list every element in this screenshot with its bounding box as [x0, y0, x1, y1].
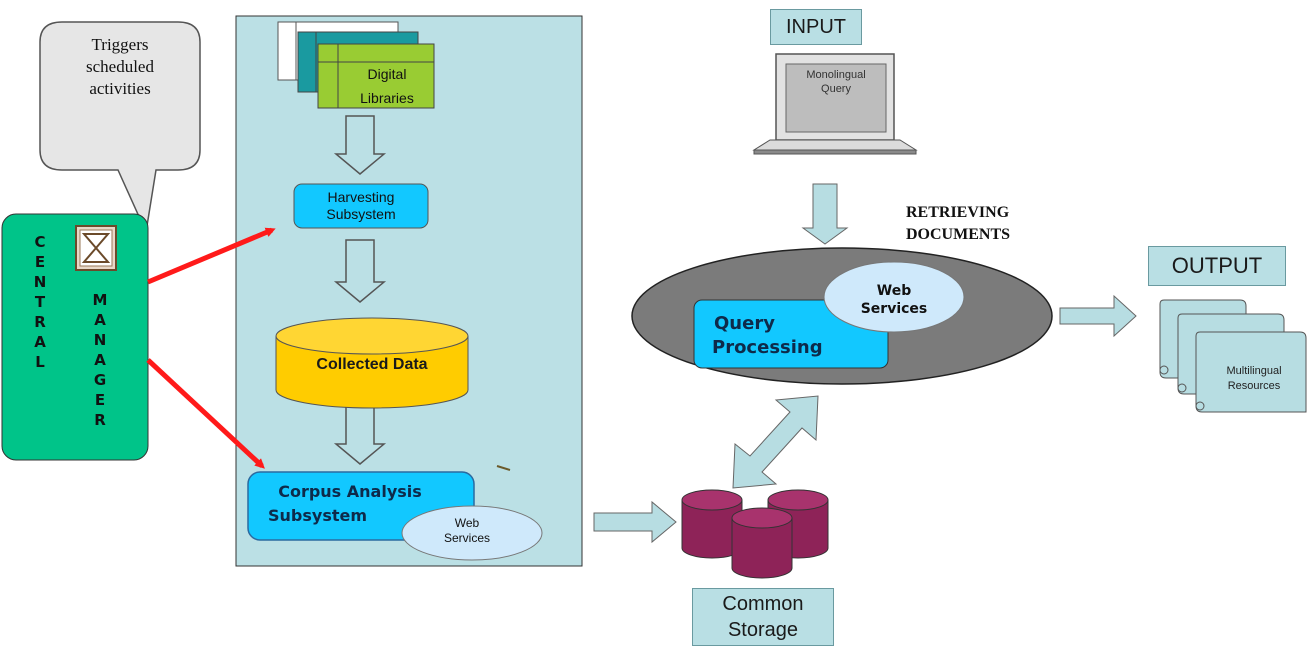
bubble-text: Triggers scheduled activities	[50, 34, 190, 100]
query-web-services-line-2: Services	[860, 301, 928, 317]
laptop-icon	[752, 53, 918, 155]
arrow-to-storage	[593, 500, 677, 544]
down-arrow-3	[333, 401, 387, 465]
query-processing-line-1: Query	[714, 313, 775, 334]
output-doc-line-1: Multilingual	[1226, 365, 1282, 377]
collected-data-label: Collected Data	[316, 356, 428, 373]
retrieving-line-1: RETRIEVING	[906, 204, 1010, 221]
common-storage-label: Common Storage	[692, 588, 834, 646]
digital-libraries-label: Digital Libraries	[340, 62, 434, 110]
central-letter: N	[33, 273, 47, 291]
manager-letter: A	[94, 311, 106, 329]
central-letter: T	[34, 293, 46, 311]
bubble-line-3: activities	[89, 79, 151, 98]
common-storage-databases	[681, 489, 829, 579]
digital-libraries-line-1: Digital	[367, 66, 407, 82]
query-processing-label: Query Processing	[712, 312, 882, 360]
corpus-web-services-label: Web Services	[412, 516, 522, 546]
down-arrow-1	[333, 115, 387, 175]
manager-letter: N	[93, 331, 107, 349]
cursor-mark	[496, 465, 511, 471]
trigger-speech-bubble	[39, 21, 201, 235]
corpus-web-services-ellipse	[401, 505, 543, 561]
central-manager-box	[1, 213, 149, 461]
central-letter: C	[34, 233, 46, 251]
red-arrow-to-harvesting	[147, 227, 276, 285]
harvesting-label: Harvesting Subsystem	[294, 189, 428, 223]
harvesting-subsystem-box	[293, 183, 429, 229]
manager-letter: G	[93, 371, 107, 389]
central-letter: L	[35, 353, 45, 371]
output-label: OUTPUT	[1148, 246, 1286, 286]
central-letter: R	[34, 313, 46, 331]
output-documents	[1159, 299, 1307, 413]
arrow-to-output	[1059, 294, 1137, 338]
laptop-screen-text: Monolingual Query	[786, 68, 886, 96]
corpus-web-services-line-1: Web	[454, 516, 480, 530]
bubble-line-2: scheduled	[86, 57, 154, 76]
corpus-analysis-line-2: Subsystem	[268, 506, 368, 525]
bubble-line-1: Triggers	[91, 35, 149, 54]
corpus-analysis-line-1: Corpus Analysis	[278, 482, 422, 501]
manager-letter: E	[94, 391, 106, 409]
red-arrow-to-corpus	[146, 358, 265, 469]
retrieving-documents-label: RETRIEVING DOCUMENTS	[906, 202, 1066, 246]
central-letter: E	[34, 253, 46, 271]
output-doc-line-2: Resources	[1227, 380, 1281, 392]
central-letter: A	[34, 333, 46, 351]
query-web-services-ellipse	[823, 261, 965, 333]
storage-line-2: Storage	[727, 619, 799, 641]
query-processing-line-2: Processing	[712, 337, 823, 358]
screen-line-2: Query	[821, 83, 851, 95]
corpus-web-services-line-2: Services	[443, 531, 490, 545]
screen-line-1: Monolingual	[806, 69, 866, 81]
query-web-services-label: Web Services	[844, 282, 944, 318]
query-web-services-line-1: Web	[876, 283, 912, 299]
corpus-analysis-label: Corpus Analysis Subsystem	[250, 480, 450, 528]
digital-libraries-line-2: Libraries	[360, 90, 414, 106]
hourglass-icon	[75, 225, 117, 271]
down-arrow-2	[333, 239, 387, 303]
output-doc-text: Multilingual Resources	[1206, 364, 1302, 394]
collected-data-cylinder	[275, 317, 469, 409]
retrieving-line-2: DOCUMENTS	[906, 226, 1011, 243]
harvesting-line-2: Subsystem	[326, 206, 396, 222]
bidirectional-arrow	[732, 395, 819, 489]
storage-line-1: Common	[722, 593, 804, 615]
input-down-arrow	[801, 183, 849, 245]
manager-letter: R	[94, 411, 106, 429]
input-label: INPUT	[770, 9, 862, 45]
harvesting-line-1: Harvesting	[327, 189, 395, 205]
manager-letter: M	[92, 291, 108, 309]
digital-libraries-stack	[277, 21, 435, 109]
manager-letter: A	[94, 351, 106, 369]
